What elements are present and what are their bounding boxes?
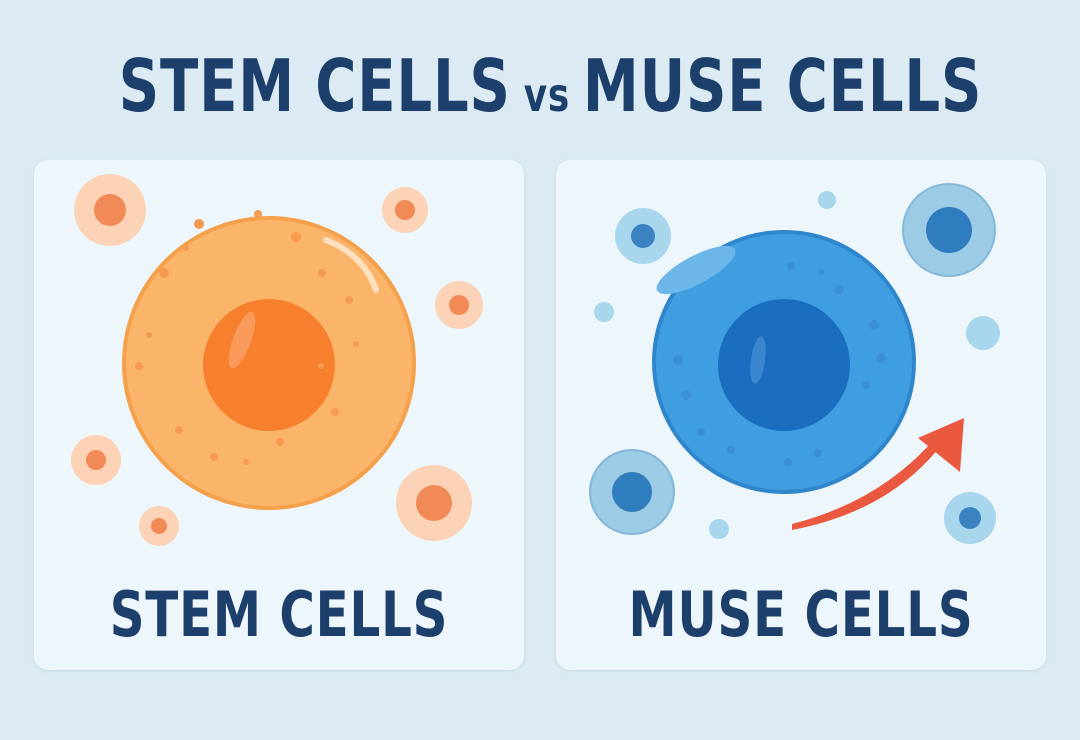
- particle-icon: [818, 191, 836, 209]
- muse-cell-icon: [652, 230, 916, 494]
- particle-icon: [709, 519, 729, 539]
- small-cell-icon: [615, 208, 671, 264]
- stem-cells-panel: STEM CELLS: [34, 160, 524, 670]
- small-cell-icon: [382, 187, 428, 233]
- small-cell-icon: [139, 506, 179, 546]
- title-vs: vs: [523, 68, 571, 122]
- small-cell-icon: [74, 174, 146, 246]
- title-right: MUSE CELLS: [582, 44, 983, 128]
- small-cell-icon: [396, 465, 472, 541]
- small-cell-icon: [589, 449, 675, 535]
- small-cell-icon: [944, 492, 996, 544]
- muse-cells-label: MUSE CELLS: [628, 578, 974, 651]
- particle-icon: [966, 316, 1000, 350]
- title-left: STEM CELLS: [118, 44, 511, 128]
- stem-cell-illustration: [71, 174, 483, 546]
- upward-arrow-icon: [792, 418, 964, 530]
- stem-cell-icon: [122, 210, 416, 510]
- page-title: STEM CELLS vs MUSE CELLS: [118, 44, 982, 128]
- particle-icon: [594, 302, 614, 322]
- small-cell-icon: [902, 183, 996, 277]
- muse-cell-illustration: [589, 183, 1000, 544]
- stem-cells-label: STEM CELLS: [109, 578, 449, 651]
- muse-cells-panel: MUSE CELLS: [556, 160, 1046, 670]
- small-cell-icon: [71, 435, 121, 485]
- small-cell-icon: [435, 281, 483, 329]
